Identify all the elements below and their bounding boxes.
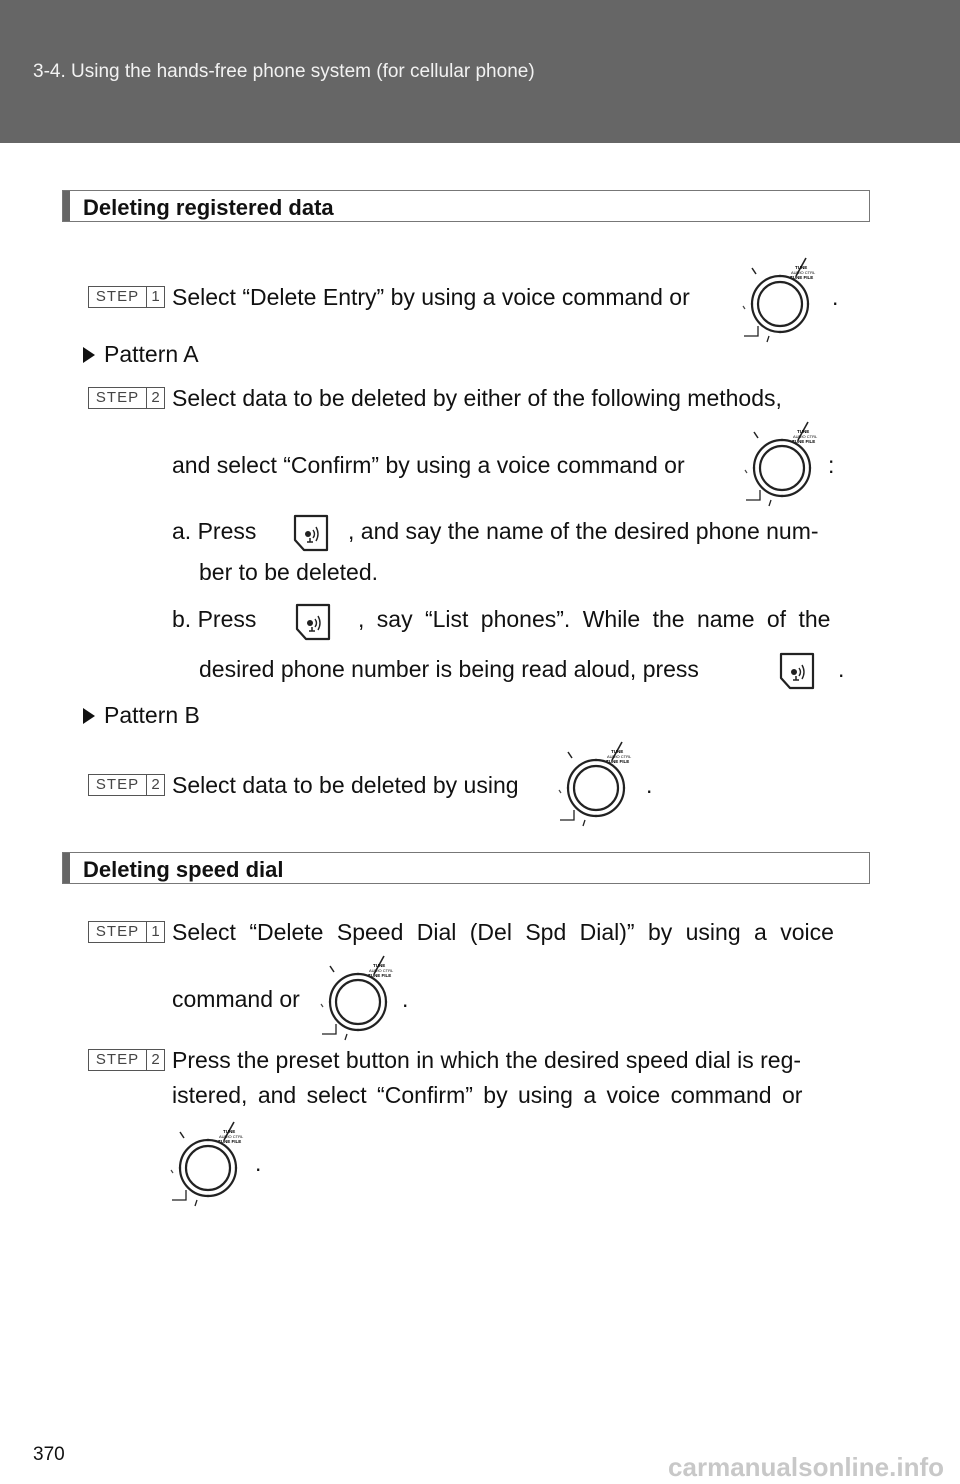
talk-switch-icon <box>292 601 334 643</box>
section-heading-deleting-speed-dial: Deleting speed dial <box>62 852 870 884</box>
talk-switch-icon <box>290 512 332 554</box>
pattern-arrow-icon <box>83 347 95 363</box>
step2b-end: . <box>646 772 653 798</box>
step2-end: : <box>828 452 835 478</box>
sd-step1-end: . <box>402 986 409 1012</box>
sd-step1-line2: command or <box>172 986 300 1012</box>
watermark: carmanualsonline.info <box>668 1452 944 1482</box>
section-title: Deleting speed dial <box>83 857 284 882</box>
step1-end: . <box>832 284 839 310</box>
step2b-text: Select data to be deleted by using <box>172 772 519 798</box>
sd-step1-line1: Select “Delete Speed Dial (Del Spd Dial)… <box>172 919 834 945</box>
method-b-pre: b. Press <box>172 606 257 632</box>
step2-line1: Select data to be deleted by either of t… <box>172 385 782 411</box>
pattern-arrow-icon <box>83 708 95 724</box>
header-title: 3-4. Using the hands-free phone system (… <box>33 61 535 82</box>
sd-step2-line1: Press the preset button in which the des… <box>172 1047 802 1073</box>
pattern-b-label: Pattern B <box>83 702 200 729</box>
method-a-text: , and say the name of the desired phone … <box>348 518 819 544</box>
tune-file-knob-icon <box>316 954 396 1044</box>
method-b-text: , say “List phones”. While the name of t… <box>358 606 831 632</box>
sd-step2-end: . <box>255 1150 262 1176</box>
tune-file-knob-icon <box>740 420 820 510</box>
page-header: 3-4. Using the hands-free phone system (… <box>0 0 960 143</box>
method-a-line2: ber to be deleted. <box>199 559 379 585</box>
sd-step2-line2: istered, and select “Confirm” by using a… <box>172 1082 803 1108</box>
step1-text: Select “Delete Entry” by using a voice c… <box>172 284 690 310</box>
tune-file-knob-icon <box>166 1120 246 1210</box>
tune-file-knob-icon <box>738 256 818 346</box>
section-title: Deleting registered data <box>83 195 334 220</box>
talk-switch-icon <box>776 650 818 692</box>
method-a-pre: a. Press <box>172 518 257 544</box>
method-b-line2: desired phone number is being read aloud… <box>199 656 699 682</box>
pattern-a-label: Pattern A <box>83 341 199 368</box>
step2-line2: and select “Confirm” by using a voice co… <box>172 452 685 478</box>
tune-file-knob-icon <box>554 740 634 830</box>
method-b-end: . <box>838 656 845 682</box>
page-number: 370 <box>33 1444 65 1465</box>
section-heading-deleting-registered-data: Deleting registered data <box>62 190 870 222</box>
